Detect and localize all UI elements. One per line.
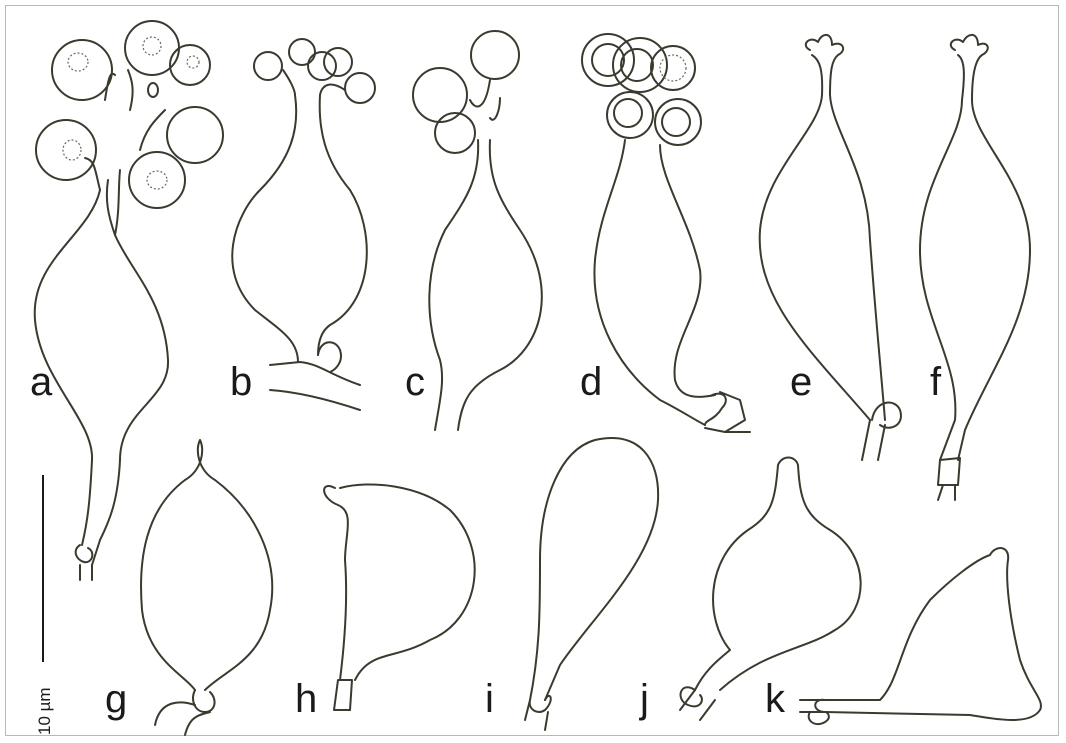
panel-label-g: g	[105, 677, 127, 721]
basidium-e	[760, 35, 901, 460]
panel-label-d: d	[580, 360, 602, 404]
panel-label-h: h	[295, 677, 317, 721]
panel-label-a: a	[30, 360, 53, 404]
panel-label-e: e	[790, 360, 812, 404]
basidium-f	[920, 35, 1030, 500]
scale-bar-label: 10 µm	[35, 687, 54, 735]
panel-label-k: k	[765, 677, 786, 721]
basidium-b	[232, 39, 375, 410]
panel-label-f: f	[930, 360, 942, 404]
panel-label-j: j	[639, 677, 649, 721]
basidium-a	[35, 21, 223, 580]
panel-label-c: c	[405, 360, 425, 404]
panel-label-i: i	[485, 677, 494, 721]
basidium-d	[582, 34, 750, 432]
basidium-g	[141, 440, 272, 735]
basidium-k	[800, 548, 1041, 724]
basidium-c	[413, 31, 542, 430]
basidium-h	[324, 484, 475, 710]
panel-label-b: b	[230, 360, 252, 404]
basidium-i	[525, 438, 658, 730]
